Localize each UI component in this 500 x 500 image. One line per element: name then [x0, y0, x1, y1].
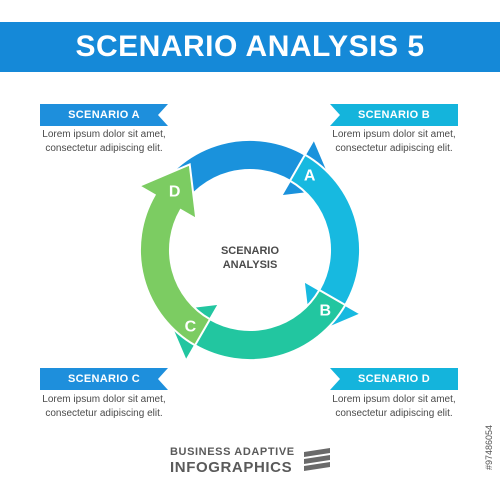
ribbon-tail-shape: [40, 104, 168, 126]
cycle-arrow-d: [136, 162, 212, 347]
description-line: consectetur adipiscing elit.: [45, 143, 163, 154]
center-label-line: ANALYSIS: [222, 259, 278, 271]
cycle-arrow-a: [153, 136, 338, 212]
cycle-letter-b: B: [320, 303, 332, 320]
scenario-d-description: Lorem ipsum dolor sit amet, consectetur …: [319, 393, 469, 421]
scenario-c-description: Lorem ipsum dolor sit amet, consectetur …: [29, 393, 179, 421]
cycle-arrow-b: [288, 153, 364, 338]
brand-line-1: BUSINESS ADAPTIVE: [170, 446, 295, 458]
cycle-letter-d: D: [169, 183, 181, 200]
cycle-arrow-c: [162, 288, 347, 364]
scenario-a-label: SCENARIO A: [68, 109, 140, 121]
description-line: Lorem ipsum dolor sit amet,: [42, 129, 166, 140]
description-line: consectetur adipiscing elit.: [45, 408, 163, 419]
ribbon-tail-shape: [330, 104, 458, 126]
page-title: SCENARIO ANALYSIS 5: [75, 30, 425, 63]
description-line: Lorem ipsum dolor sit amet,: [332, 129, 456, 140]
scenario-a-description: Lorem ipsum dolor sit amet, consectetur …: [29, 128, 179, 156]
stock-id: #97486054: [484, 424, 494, 470]
title-bar: SCENARIO ANALYSIS 5: [0, 22, 500, 72]
ribbon-tail-shape: [330, 368, 458, 390]
scenario-b-ribbon: SCENARIO B: [330, 104, 458, 126]
brand-line-2: INFOGRAPHICS: [170, 459, 293, 476]
center-label-line: SCENARIO: [220, 245, 280, 257]
cycle-letter-c: C: [185, 318, 197, 335]
description-line: consectetur adipiscing elit.: [335, 408, 453, 419]
scenario-c-label: SCENARIO C: [67, 373, 141, 385]
ribbon-tail-shape: [40, 368, 168, 390]
description-line: Lorem ipsum dolor sit amet,: [332, 394, 456, 405]
scenario-d-label: SCENARIO D: [357, 373, 431, 385]
scenario-c-ribbon: SCENARIO C: [40, 368, 168, 390]
description-line: consectetur adipiscing elit.: [335, 143, 453, 154]
brand-text: BUSINESS ADAPTIVE INFOGRAPHICS: [170, 446, 295, 476]
scenario-a-ribbon: SCENARIO A: [40, 104, 168, 126]
scenario-d-ribbon: SCENARIO D: [330, 368, 458, 390]
scenario-b-description: Lorem ipsum dolor sit amet, consectetur …: [319, 128, 469, 156]
cycle-letter-a: A: [304, 168, 316, 185]
description-line: Lorem ipsum dolor sit amet,: [42, 394, 166, 405]
center-label: SCENARIO ANALYSIS: [196, 244, 304, 272]
brand-stripes-icon: [304, 448, 330, 471]
scenario-b-label: SCENARIO B: [357, 109, 431, 121]
